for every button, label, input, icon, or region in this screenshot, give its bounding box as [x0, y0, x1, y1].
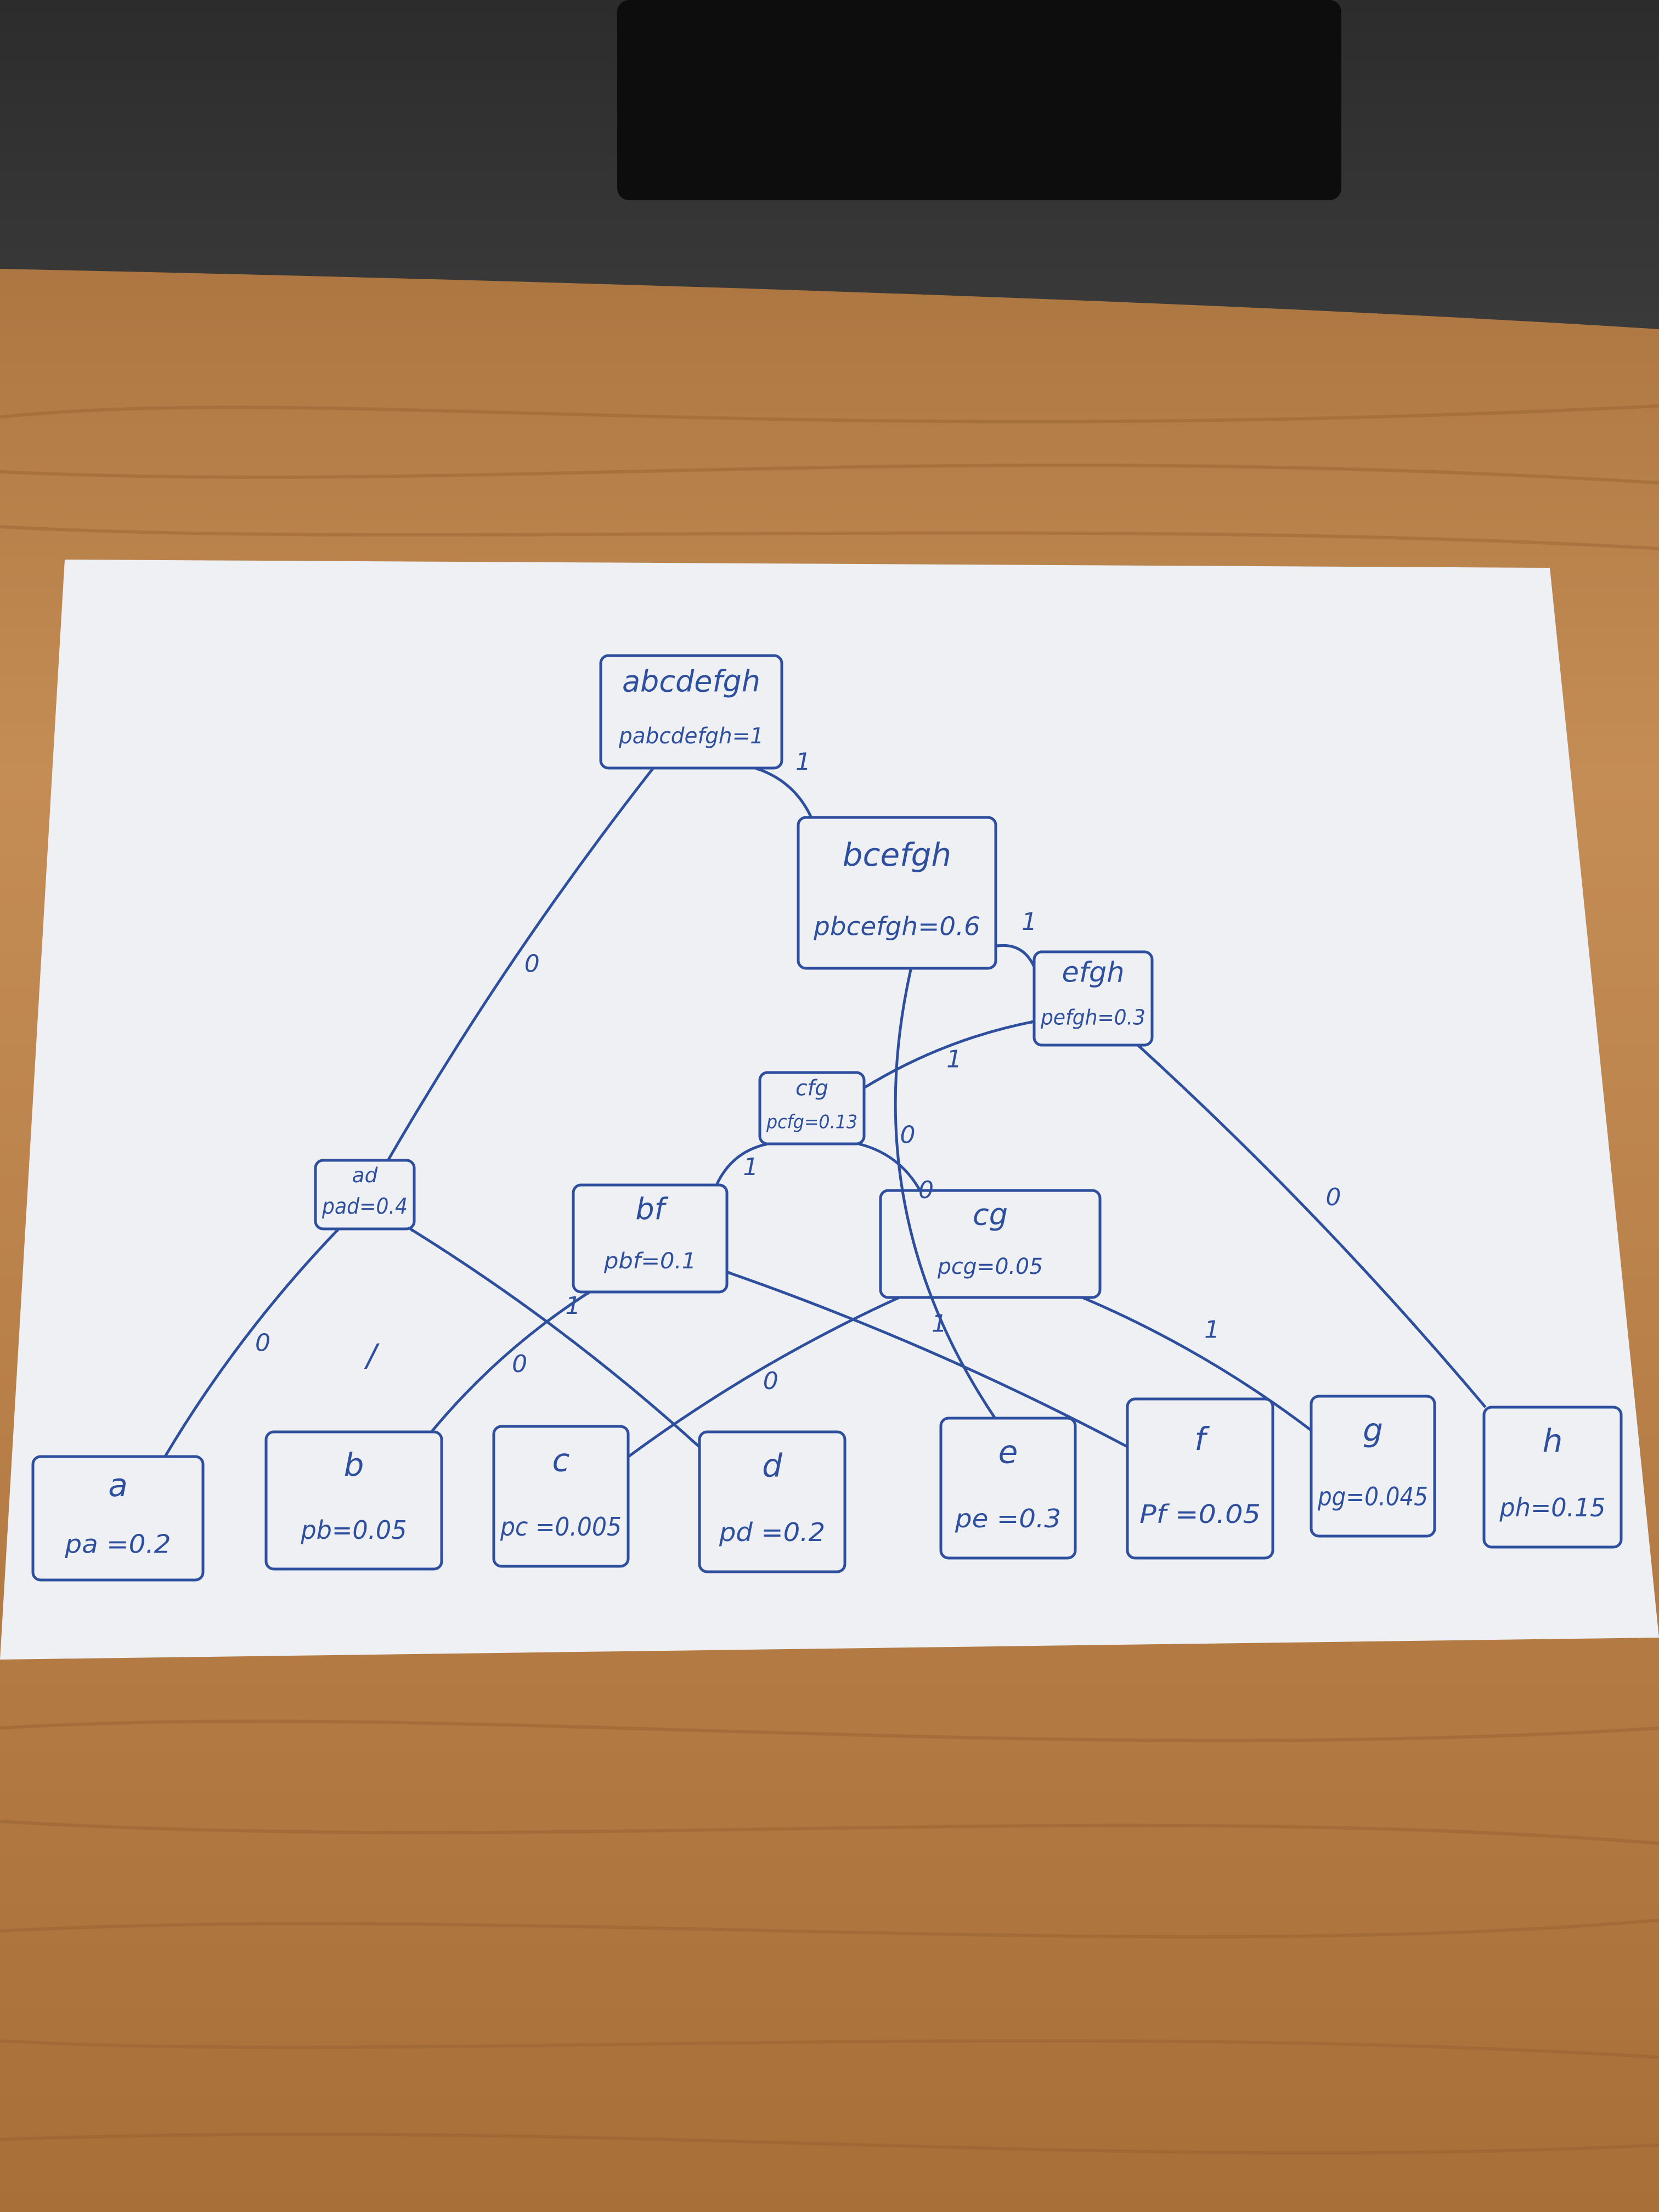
edge-label: 1 — [1022, 908, 1037, 936]
node-name: b — [344, 1446, 364, 1483]
node-probability: pc =0.005 — [500, 1512, 622, 1542]
edge-label: 1 — [1204, 1316, 1220, 1344]
edge-bf-to-cfg — [715, 1142, 768, 1186]
node-name: bf — [635, 1192, 668, 1226]
edge-label: 1 — [795, 748, 811, 776]
node-probability: pad=0.4 — [321, 1194, 408, 1220]
node-name: abcdefgh — [622, 664, 760, 699]
edge-c-to-cg — [627, 1296, 899, 1458]
edge-label: 0 — [255, 1329, 270, 1357]
edge-cfg-to-efgh — [863, 1020, 1034, 1090]
edge-b-to-bf — [430, 1290, 589, 1433]
edge-label: 1 — [743, 1153, 758, 1181]
node-probability: pbf=0.1 — [603, 1249, 696, 1274]
node-b: b pb=0.05 — [264, 1430, 443, 1571]
node-a: a pa =0.2 — [31, 1455, 205, 1582]
node-probability: pcfg=0.13 — [766, 1111, 857, 1133]
node-cg: cg pcg=0.05 — [879, 1189, 1102, 1299]
edge-g-to-cg — [1082, 1296, 1312, 1432]
node-name: cfg — [795, 1076, 828, 1101]
node-e: e pe =0.3 — [939, 1417, 1077, 1560]
node-box — [1482, 1406, 1623, 1549]
node-name: efgh — [1062, 956, 1124, 989]
node-name: g — [1363, 1412, 1383, 1449]
node-box — [758, 1071, 866, 1146]
node-probability: Pf =0.05 — [1139, 1499, 1261, 1529]
node-box — [797, 816, 997, 970]
node-name: bcefgh — [843, 836, 951, 873]
node-name: e — [998, 1434, 1018, 1471]
node-cfg: cfg pcfg=0.13 — [758, 1071, 866, 1146]
node-name: h — [1543, 1423, 1563, 1460]
node-box — [314, 1159, 416, 1231]
node-d: d pd =0.2 — [698, 1430, 847, 1573]
node-name: d — [762, 1447, 783, 1485]
edge-e-to-bcefgh — [894, 968, 996, 1419]
node-box — [572, 1183, 729, 1294]
node-box — [939, 1417, 1077, 1560]
edge-label: 0 — [763, 1367, 778, 1395]
node-c: c pc =0.005 — [492, 1425, 630, 1568]
edge-label: 0 — [512, 1350, 527, 1378]
node-box — [1310, 1395, 1436, 1538]
node-probability: pb=0.05 — [300, 1515, 407, 1545]
node-box — [879, 1189, 1102, 1299]
node-name: ad — [352, 1163, 378, 1187]
edge-label: 0 — [900, 1121, 915, 1149]
node-box — [698, 1430, 847, 1573]
edge-label: 1 — [932, 1310, 947, 1338]
node-box — [1032, 950, 1154, 1047]
edge-bcefgh-to-abcdefgh — [755, 766, 813, 819]
edge-label: 0 — [1326, 1183, 1341, 1211]
node-probability: pabcdefgh=1 — [618, 724, 764, 749]
laptop-trackpad — [617, 0, 1341, 200]
node-f: fPf =0.05 — [1126, 1397, 1274, 1560]
node-probability: pg=0.045 — [1317, 1482, 1428, 1511]
node-g: g pg=0.045 — [1310, 1395, 1436, 1538]
node-probability: pefgh=0.3 — [1040, 1006, 1146, 1030]
node-name: a — [108, 1466, 128, 1504]
edge-d-to-ad — [410, 1227, 701, 1448]
node-box — [264, 1430, 443, 1571]
node-probability: pcg=0.05 — [937, 1254, 1043, 1279]
node-h: h ph=0.15 — [1482, 1406, 1623, 1549]
node-probability: pa =0.2 — [64, 1530, 171, 1559]
edge-ad-to-abcdefgh — [387, 767, 654, 1161]
diagram-nodes: abcdefghpabcdefgh=1bcefghpbcefgh=0.6efgh… — [31, 654, 1623, 1582]
diagram-edges — [163, 766, 1487, 1458]
node-probability: pe =0.3 — [955, 1504, 1061, 1533]
edge-a-to-ad — [163, 1228, 340, 1458]
node-name: cg — [973, 1197, 1008, 1232]
node-box — [31, 1455, 205, 1582]
wood-grain — [0, 404, 1659, 2155]
node-efgh: efgh pefgh=0.3 — [1032, 950, 1154, 1047]
node-box — [492, 1425, 630, 1568]
edge-label: 1 — [946, 1046, 962, 1074]
node-bcefgh: bcefgh pbcefgh=0.6 — [797, 816, 997, 970]
node-box — [1126, 1397, 1274, 1560]
node-name: c — [552, 1442, 570, 1479]
edge-h-to-efgh — [1137, 1044, 1487, 1408]
edge-label: 1 — [566, 1292, 581, 1320]
node-abcdefgh: abcdefgh pabcdefgh=1 — [599, 654, 783, 770]
edge-cg-to-cfg — [859, 1142, 922, 1192]
node-probability: ph=0.15 — [1499, 1493, 1605, 1522]
edge-label: 0 — [524, 950, 540, 978]
node-bf: bf pbf=0.1 — [572, 1183, 729, 1294]
node-ad: ad pad=0.4 — [314, 1159, 416, 1231]
node-box — [599, 654, 783, 770]
node-probability: pbcefgh=0.6 — [813, 912, 980, 941]
node-probability: pd =0.2 — [719, 1517, 825, 1547]
edge-efgh-to-bcefgh — [996, 945, 1036, 968]
